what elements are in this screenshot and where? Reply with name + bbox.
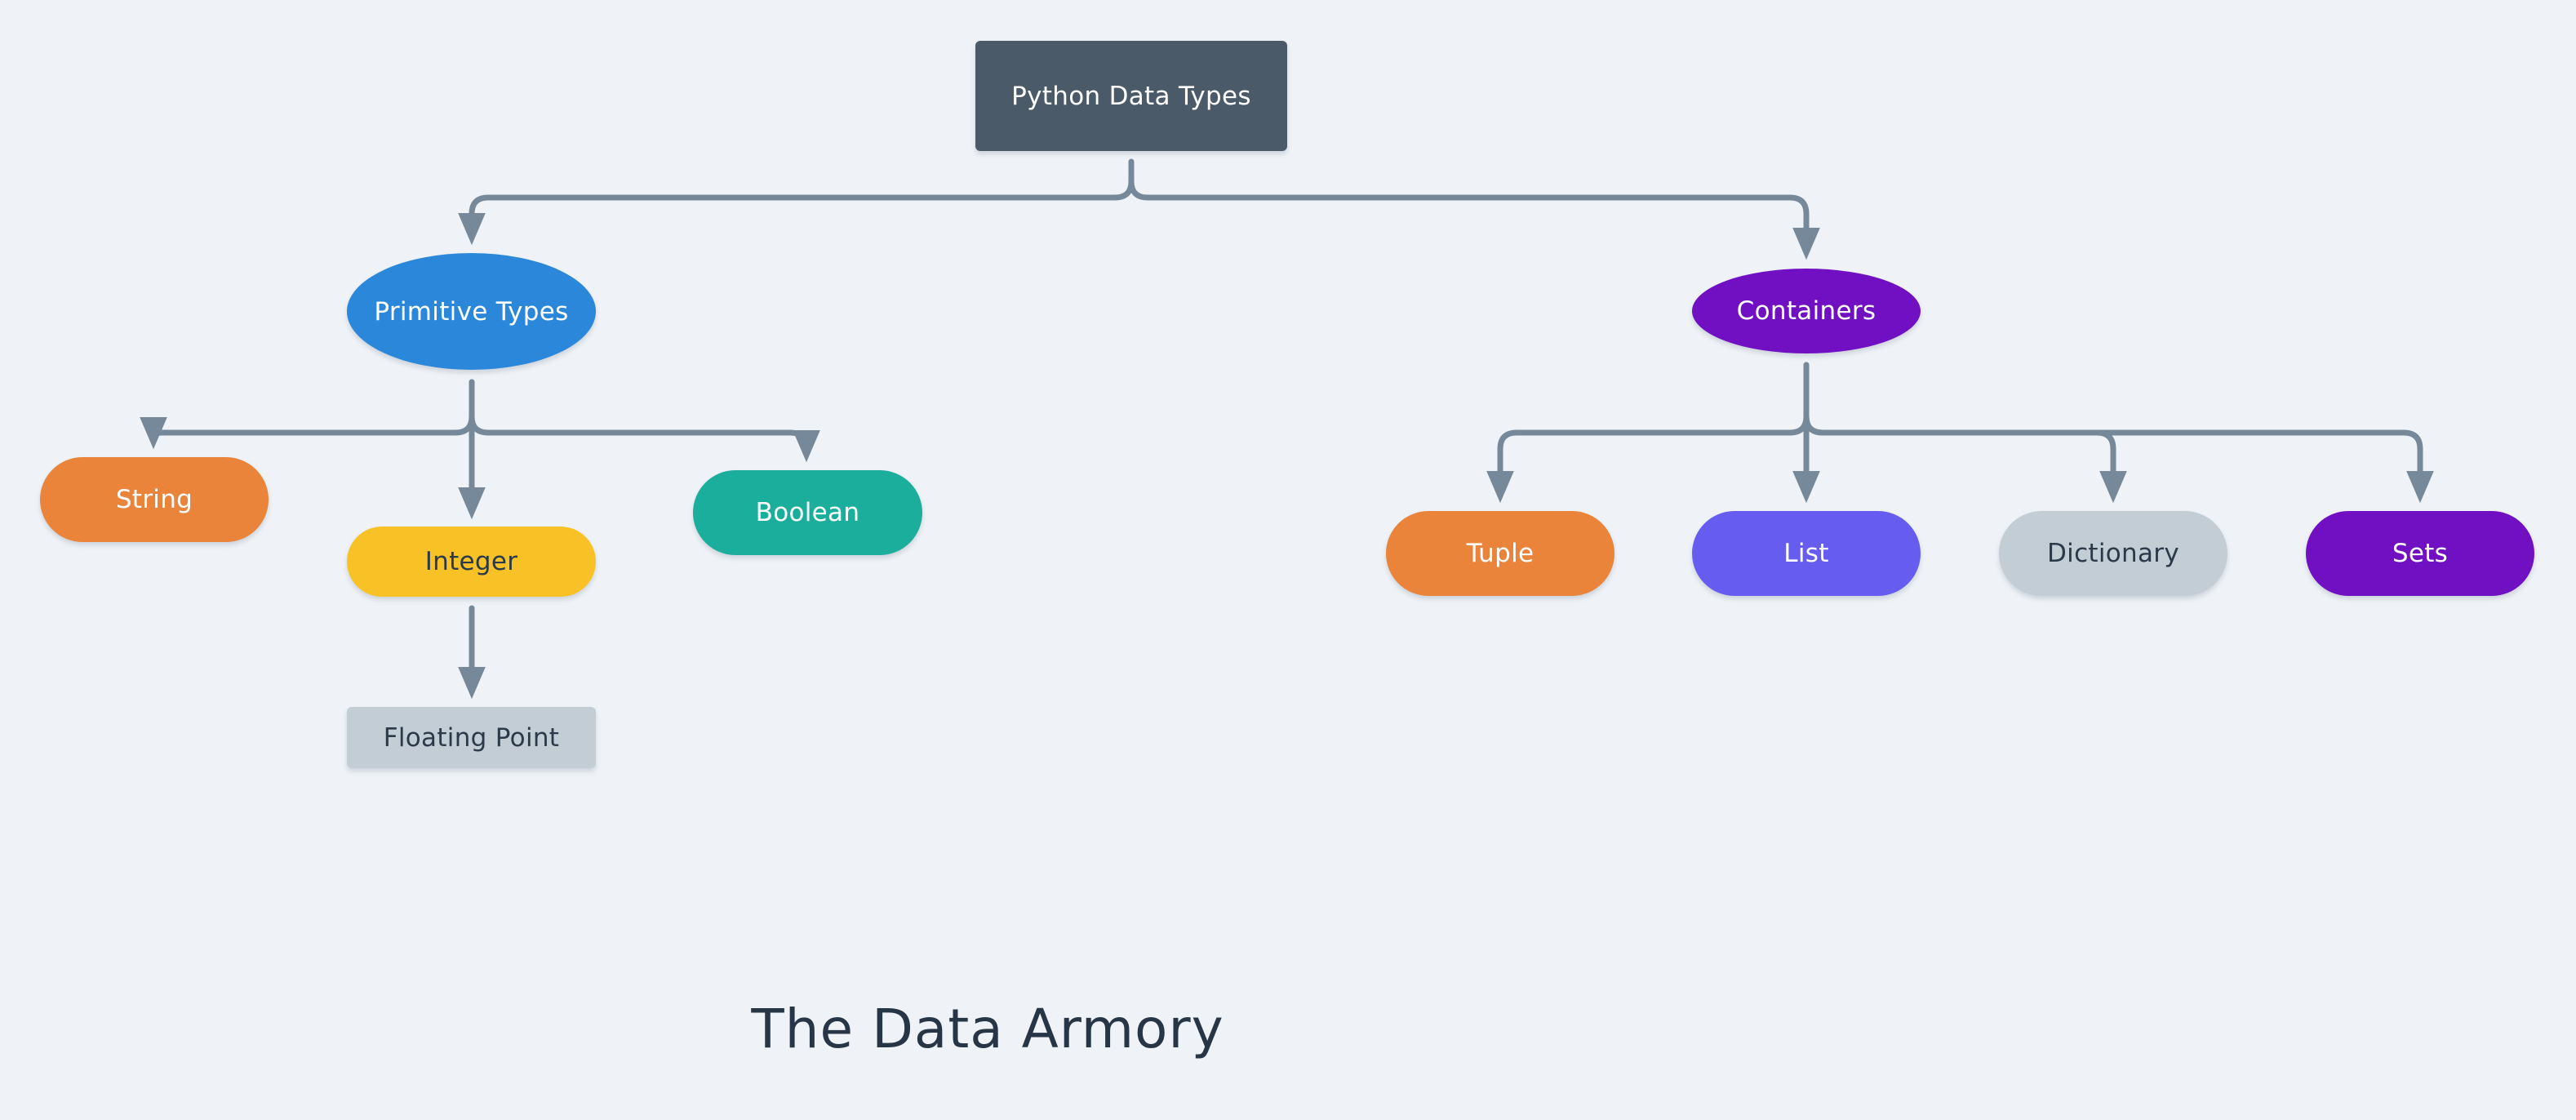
node-label: Python Data Types	[1011, 81, 1251, 111]
node-label: String	[115, 485, 193, 514]
edge-root-to-primitive	[458, 158, 1135, 246]
edge-root-to-containers	[1128, 178, 1820, 260]
node-label: Tuple	[1466, 539, 1534, 568]
diagram-title: The Data Armory	[751, 998, 1224, 1060]
node-primitive-types: Primitive Types	[347, 253, 596, 370]
node-python-data-types: Python Data Types	[975, 41, 1287, 151]
node-sets: Sets	[2306, 511, 2534, 596]
edge-primitive-to-boolean	[469, 413, 820, 463]
node-label: Boolean	[755, 498, 860, 527]
edge-containers-to-tuple	[1486, 362, 1810, 504]
node-label: List	[1783, 539, 1829, 568]
node-integer: Integer	[347, 527, 596, 597]
node-label: Dictionary	[2047, 539, 2179, 568]
node-floating-point: Floating Point	[347, 707, 596, 768]
node-label: Integer	[424, 547, 518, 576]
edge-containers-to-dictionary	[1803, 413, 2127, 504]
node-string: String	[40, 457, 269, 542]
node-dictionary: Dictionary	[1999, 511, 2227, 596]
node-label: Floating Point	[383, 722, 560, 753]
node-label: Primitive Types	[374, 296, 569, 327]
node-containers: Containers	[1692, 269, 1921, 353]
node-list: List	[1692, 511, 1921, 596]
node-label: Containers	[1736, 296, 1876, 326]
node-boolean: Boolean	[693, 470, 922, 555]
node-tuple: Tuple	[1386, 511, 1614, 596]
edge-primitive-to-string	[140, 379, 475, 450]
node-label: Sets	[2392, 539, 2449, 568]
edge-containers-to-sets	[1803, 413, 2434, 504]
